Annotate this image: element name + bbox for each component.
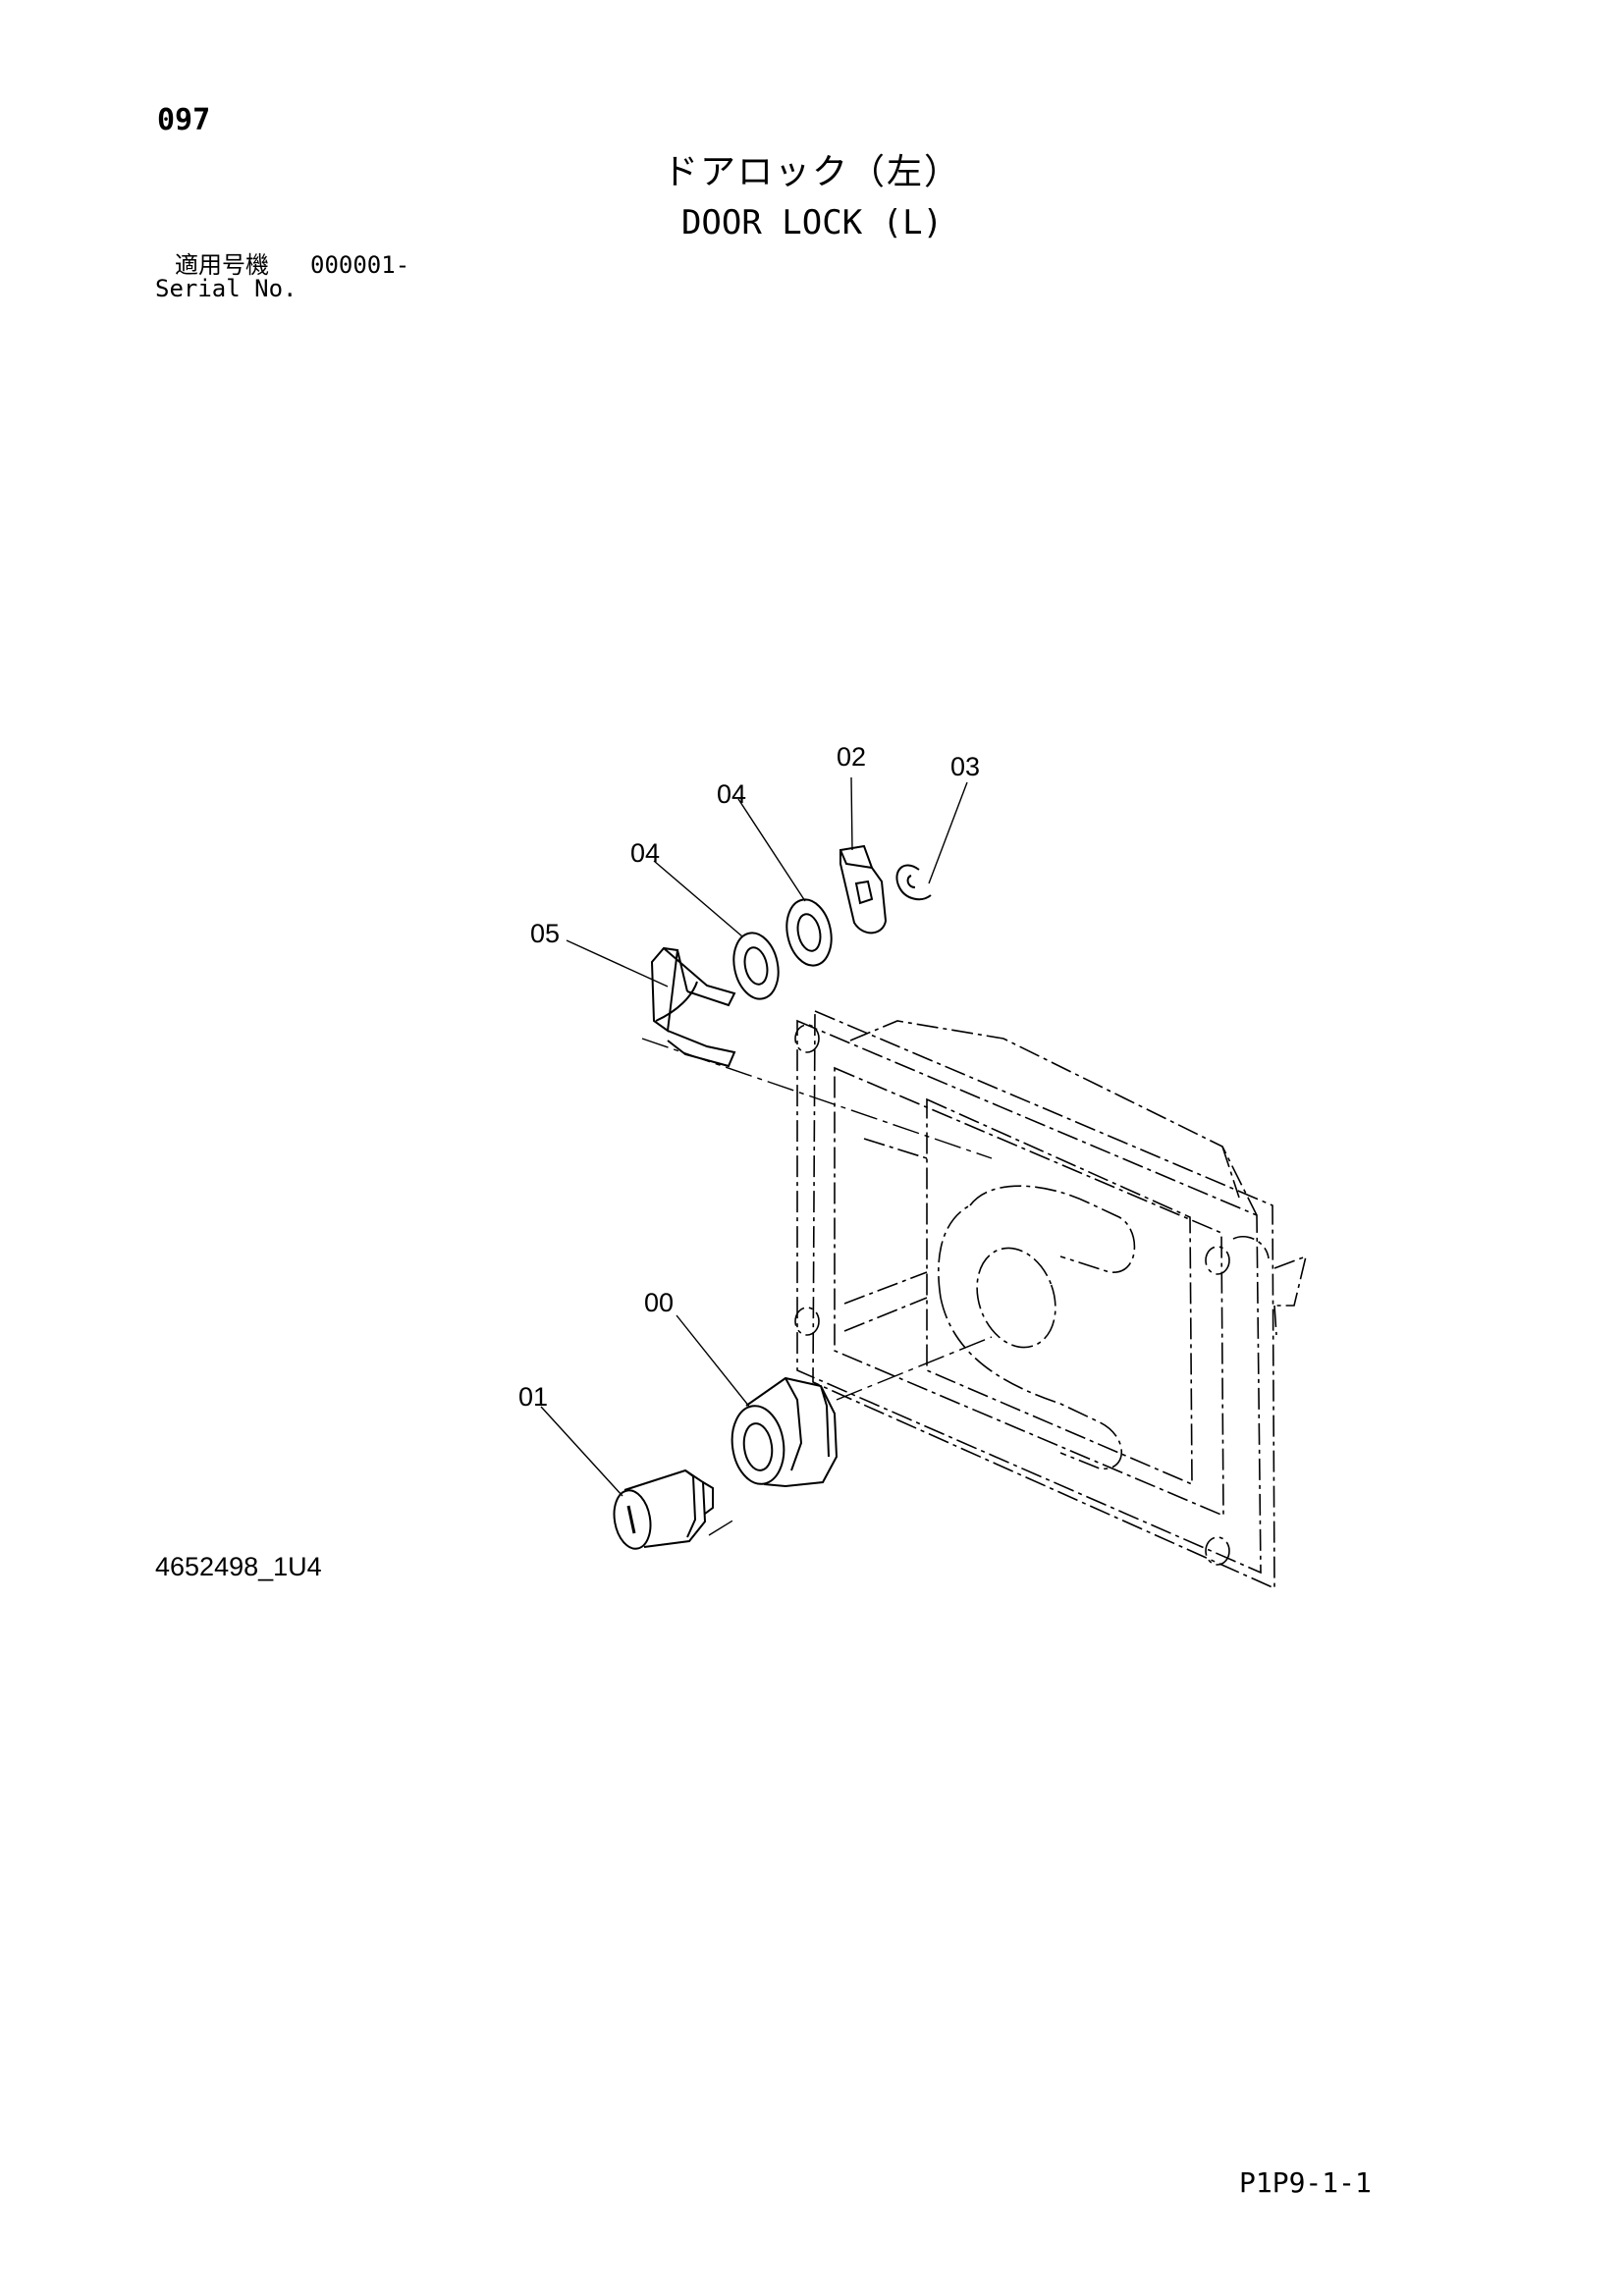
part-03-e-ring xyxy=(895,864,932,901)
callout-04-upper: 04 xyxy=(717,779,746,809)
page-number: 097 xyxy=(157,103,211,137)
part-05-clip xyxy=(650,946,736,1068)
callout-05: 05 xyxy=(530,919,560,948)
title-japanese: ドアロック（左） xyxy=(662,152,961,192)
drawing-number: 4652498_1U4 xyxy=(155,1552,322,1581)
part-04-washer-b xyxy=(785,898,833,967)
part-01-cylinder xyxy=(613,1468,714,1550)
door-lock-housing xyxy=(794,1009,1308,1590)
serial-label-japanese: 適用号機 xyxy=(175,251,269,279)
callout-04-lower: 04 xyxy=(630,838,660,868)
part-02-cam xyxy=(839,844,888,934)
part-00-lock-body xyxy=(731,1376,839,1488)
serial-label-english: Serial No. xyxy=(155,275,298,302)
callout-02: 02 xyxy=(837,742,866,772)
page-code: P1P9-1-1 xyxy=(1239,2166,1372,2199)
callout-03: 03 xyxy=(950,752,980,781)
callout-labels: 02 03 04 04 05 00 01 xyxy=(518,742,980,1412)
title-english: DOOR LOCK (L) xyxy=(680,203,944,242)
part-04-washer-a xyxy=(732,932,780,1000)
callout-00: 00 xyxy=(644,1288,674,1317)
serial-number-value: 000001- xyxy=(310,251,410,279)
callout-01: 01 xyxy=(518,1382,548,1412)
leader-lines xyxy=(540,776,968,1497)
